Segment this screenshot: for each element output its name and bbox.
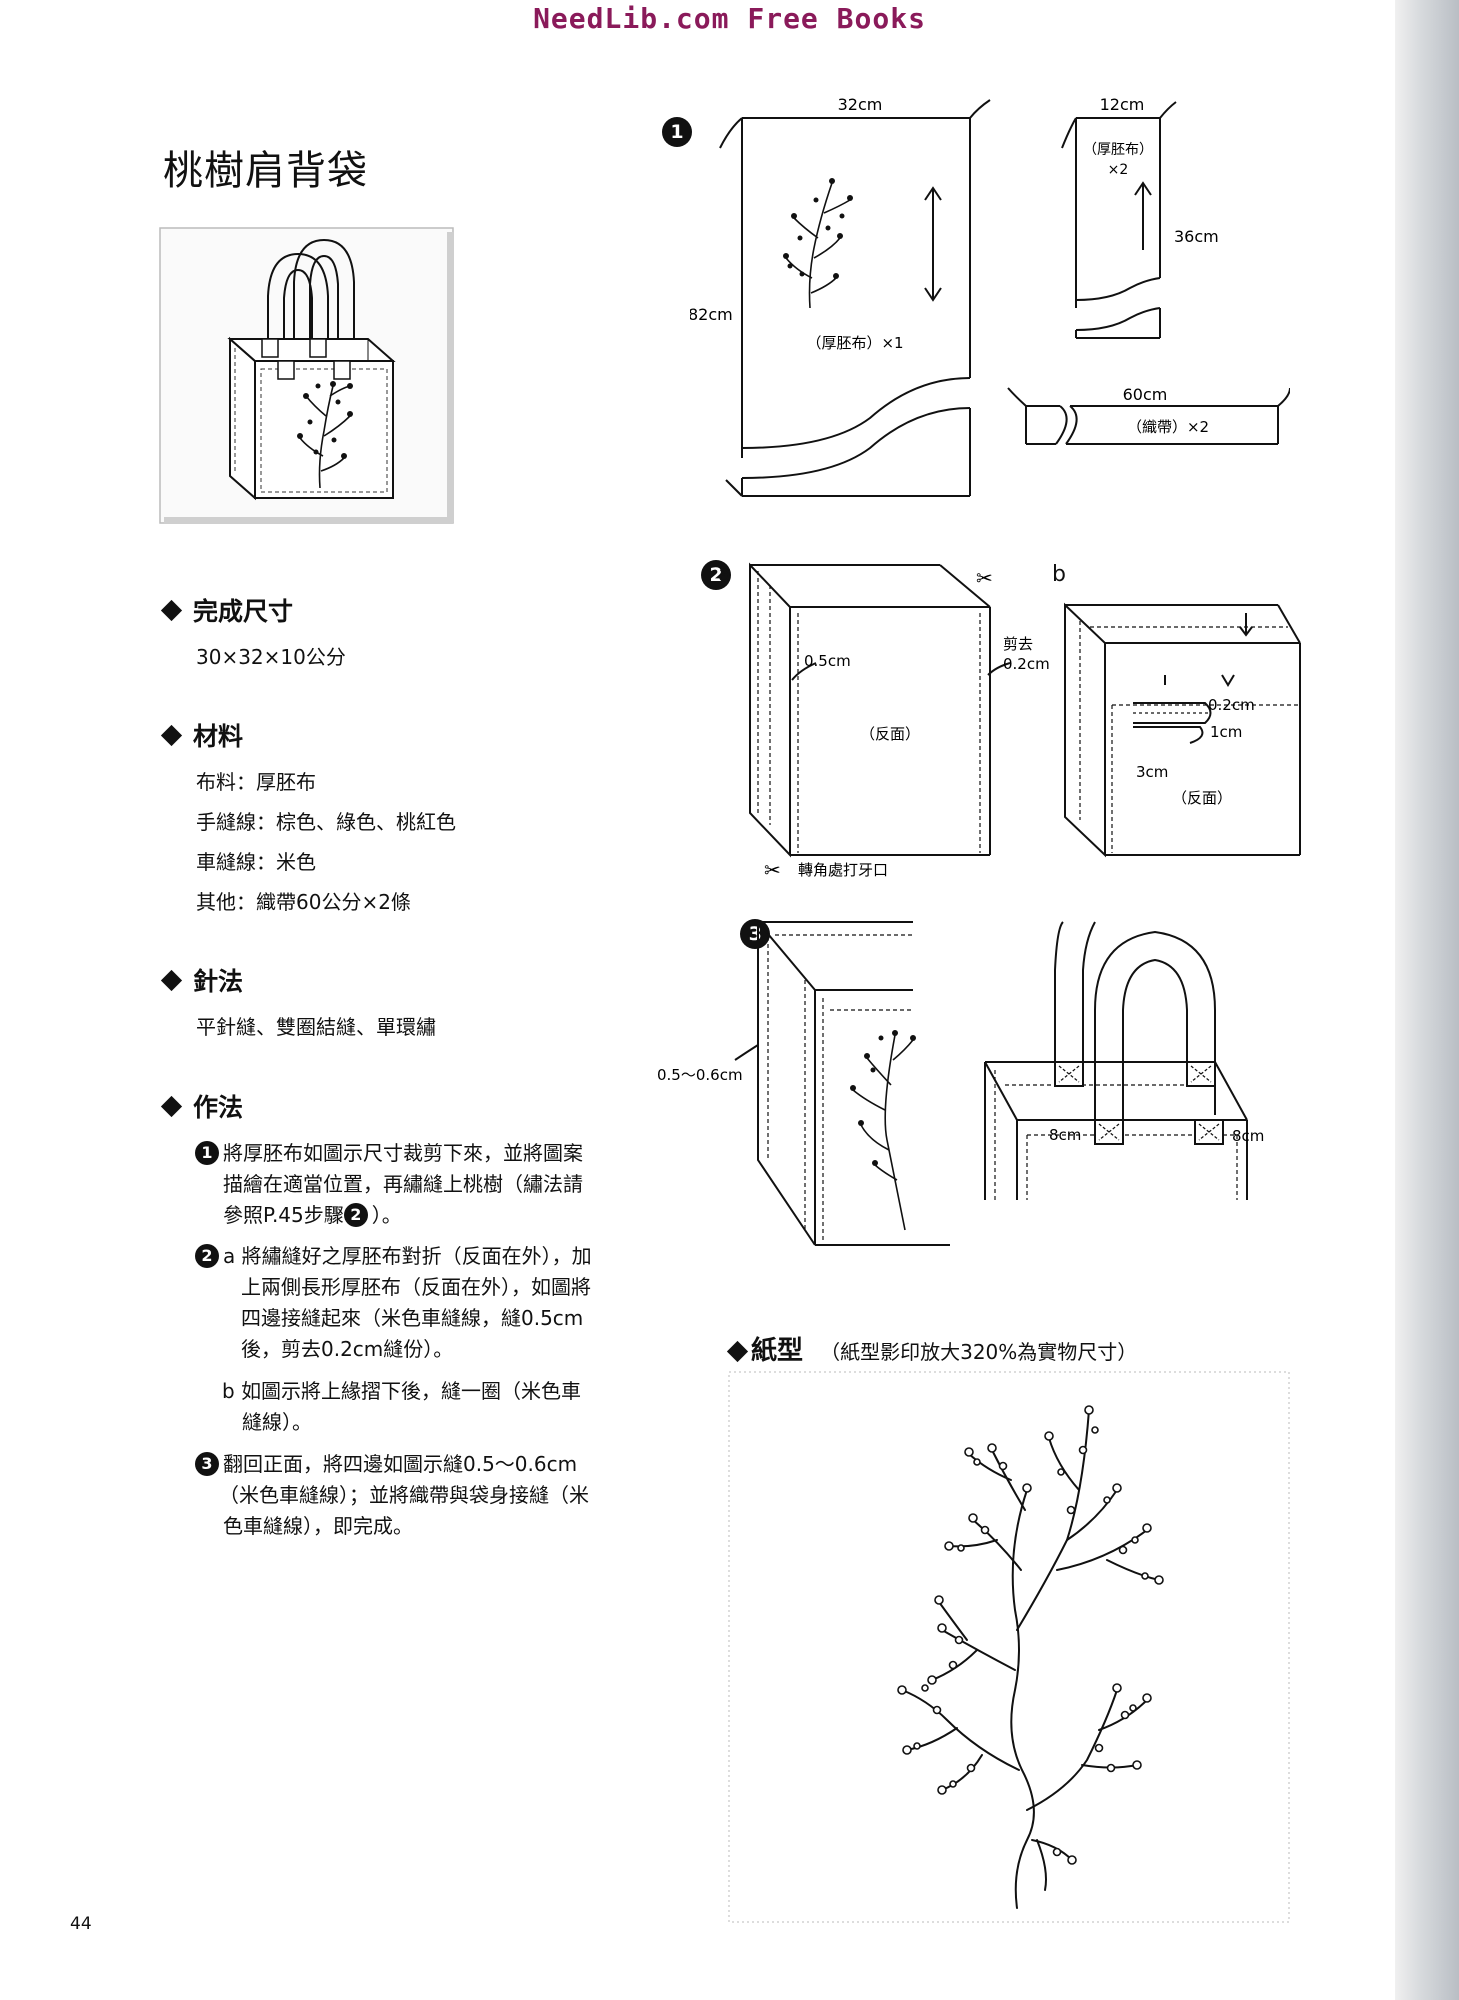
materials-item: 車縫線：米色: [196, 850, 316, 874]
cut-note-label: 剪去: [1003, 635, 1033, 653]
diamond-bullet-icon: [160, 969, 183, 991]
watermark: NeedLib.com Free Books: [533, 2, 926, 35]
seam-allowance-label: 0.5cm: [804, 652, 851, 670]
page-edge-shadow: [1395, 0, 1459, 2000]
fold-measure-3: 3cm: [1136, 763, 1168, 781]
materials-heading: 材料: [160, 717, 243, 753]
diagram-2b-letter: b: [1052, 562, 1066, 587]
main-piece-height: 82cm: [690, 305, 733, 324]
strap-length: 60cm: [1123, 385, 1168, 404]
pattern-heading: 紙型: [751, 1336, 804, 1366]
main-piece-label: （厚胚布）×1: [806, 334, 903, 352]
materials-item: 手縫線：棕色、綠色、桃紅色: [196, 810, 456, 834]
cut-amount-label: 0.2cm: [1003, 655, 1050, 673]
method-step-2b: b 如圖示將上緣摺下後，縫一圈（米色車 縫線）。: [222, 1379, 582, 1434]
strap-label: （織帶）×2: [1127, 418, 1209, 436]
side-piece-qty: ×2: [1108, 162, 1129, 178]
materials-list: 布料：厚胚布 手縫線：棕色、綠色、桃紅色 車縫線：米色 其他：織帶60公分×2條: [196, 767, 456, 927]
pattern-note: （紙型影印放大320%為實物尺寸）: [820, 1340, 1138, 1364]
size-value: 30×32×10公分: [196, 645, 346, 669]
scissors-icon: ✂: [764, 858, 781, 882]
materials-item: 其他：織帶60公分×2條: [196, 890, 411, 914]
strap-position-left: 8cm: [1049, 1126, 1081, 1144]
reverse-side-label: （反面）: [860, 725, 920, 743]
step-number-badge: 1: [195, 1140, 219, 1165]
diagram-1-number: 1: [662, 117, 692, 147]
size-heading: 完成尺寸: [160, 592, 293, 628]
side-piece-label: （厚胚布）: [1083, 142, 1153, 158]
diagram-2-sewing: ✂ ✂ 0.5cm 剪去 0.2cm （反面） 轉角處打牙口 0.2cm 1cm…: [749, 562, 1301, 882]
diamond-bullet-icon: [160, 1095, 183, 1117]
corner-notch-note: 轉角處打牙口: [798, 861, 888, 879]
bag-illustration: [159, 227, 454, 524]
diamond-bullet-icon: [726, 1340, 749, 1363]
fold-measure-2: 1cm: [1210, 723, 1242, 741]
main-piece-width: 32cm: [838, 95, 883, 114]
step-number-badge: 2: [195, 1243, 219, 1268]
fold-measure-1: 0.2cm: [1208, 696, 1255, 714]
stitches-value: 平針縫、雙圈結縫、單環繡: [196, 1015, 436, 1039]
step-number-badge: 3: [195, 1451, 219, 1476]
method-heading: 作法: [160, 1088, 243, 1124]
diamond-bullet-icon: [160, 599, 183, 621]
materials-item: 布料：厚胚布: [196, 770, 316, 794]
pattern-heading-row: 紙型 （紙型影印放大320%為實物尺寸）: [726, 1330, 1138, 1367]
diagram-1-cutting: 32cm 82cm （厚胚布）×1 12cm （厚胚布） ×2 36cm 60c…: [690, 95, 1290, 497]
stitches-heading: 針法: [160, 962, 243, 998]
diagram-2a-letter: a: [718, 562, 732, 587]
step-reference-badge: 2: [343, 1202, 368, 1227]
reverse-side-label-b: （反面）: [1172, 789, 1232, 807]
side-piece-width: 12cm: [1100, 95, 1145, 114]
diamond-bullet-icon: [160, 724, 183, 746]
strap-position-right: 8cm: [1232, 1127, 1264, 1145]
diagram-2-number: 2: [701, 560, 732, 590]
scissors-icon: ✂: [976, 566, 993, 590]
tree-pattern: [728, 1371, 1290, 1923]
side-piece-height: 36cm: [1174, 227, 1219, 246]
topstitch-seam-label: 0.5～0.6cm: [657, 1066, 743, 1084]
page-number: 44: [70, 1914, 92, 1934]
diagram-3-assembly: 0.5～0.6cm 8cm 8cm: [657, 921, 1264, 1246]
page-title: 桃樹肩背袋: [163, 148, 368, 194]
